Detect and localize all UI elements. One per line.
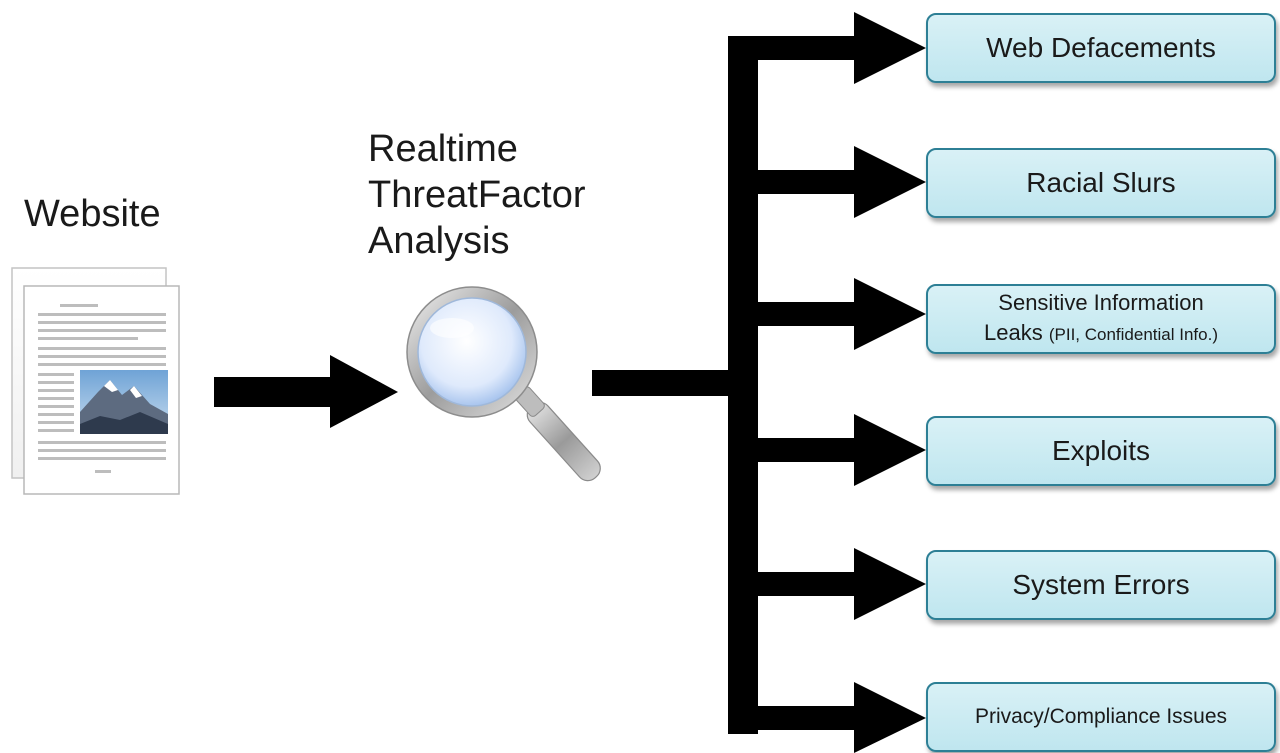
branch-arrow-sensitive-information-leaks [728, 278, 926, 350]
process-label-line-1: Realtime [368, 128, 518, 170]
outcome-label-line-2: Leaks (PII, Confidential Info.) [984, 318, 1218, 350]
source-label: Website [24, 193, 161, 235]
outcome-label-line-1: Sensitive Information [998, 290, 1204, 315]
branch-arrow-racial-slurs [728, 146, 926, 218]
branch-arrow-exploits [728, 414, 926, 486]
outcome-label-main: Leaks [984, 320, 1043, 345]
process-label-line-2: ThreatFactor [368, 174, 586, 216]
outcome-label: Privacy/Compliance Issues [974, 705, 1228, 728]
process-label: Realtime ThreatFactor Analysis [368, 126, 586, 264]
outcome-exploits: Exploits [926, 416, 1276, 486]
process-label-line-3: Analysis [368, 220, 510, 262]
outcome-privacy-compliance-issues: Privacy/Compliance Issues [926, 682, 1276, 752]
document-pages-icon [11, 267, 180, 495]
outcome-label: System Errors [1012, 569, 1190, 600]
arrow-website-to-analysis [214, 355, 398, 428]
outcome-system-errors: System Errors [926, 550, 1276, 620]
magnifying-glass-icon [406, 286, 601, 482]
branch-arrow-web-defacements [728, 12, 926, 84]
outcome-label-note: (PII, Confidential Info.) [1048, 325, 1218, 344]
branch-arrow-privacy-compliance-issues [728, 682, 926, 753]
outcome-sensitive-information-leaks: Sensitive Information Leaks (PII, Confid… [926, 284, 1276, 354]
outcome-label: Web Defacements [986, 32, 1216, 63]
branch-arrow-system-errors [728, 548, 926, 620]
branch-arrows [592, 12, 926, 753]
outcome-label: Racial Slurs [1026, 167, 1176, 198]
outcome-web-defacements: Web Defacements [926, 13, 1276, 83]
mountain-photo [80, 370, 168, 434]
outcome-racial-slurs: Racial Slurs [926, 148, 1276, 218]
outcome-label: Exploits [1051, 435, 1151, 466]
